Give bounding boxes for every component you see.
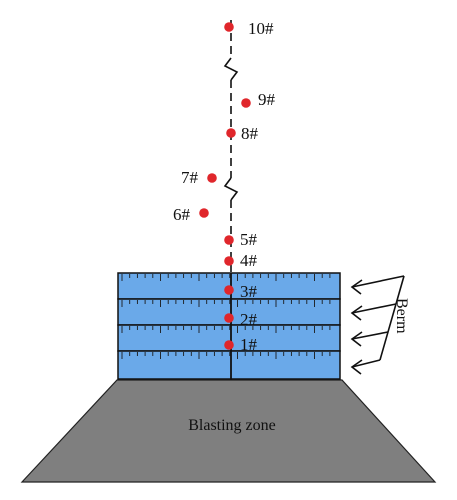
berm-arrow-2 <box>350 303 397 321</box>
monitoring-point-label-1: 1# <box>240 335 258 354</box>
monitoring-point-6 <box>199 208 209 218</box>
berm-row-1 <box>117 350 341 380</box>
monitoring-point-5 <box>224 235 234 245</box>
monitoring-point-label-8: 8# <box>241 124 259 143</box>
berm-arrows <box>350 275 405 375</box>
monitoring-point-label-7: 7# <box>181 168 199 187</box>
monitoring-point-8 <box>226 128 236 138</box>
berm-arrow-4 <box>350 359 381 375</box>
monitoring-point-3 <box>224 285 234 295</box>
monitoring-point-label-5: 5# <box>240 230 258 249</box>
monitoring-point-1 <box>224 340 234 350</box>
berm-arrow-shaft <box>379 275 405 361</box>
monitoring-point-label-3: 3# <box>240 282 258 301</box>
berm-arrow-3 <box>350 331 389 347</box>
monitoring-point-4 <box>224 256 234 266</box>
berm-ticks <box>121 274 331 359</box>
blasting-zone-label: Blasting zone <box>188 417 276 434</box>
berm-label: Berm <box>393 298 410 334</box>
monitoring-point-9 <box>241 98 251 108</box>
berm-arrow-1 <box>350 275 405 295</box>
monitoring-point-label-4: 4# <box>240 251 258 270</box>
monitoring-point-10 <box>224 22 234 32</box>
monitoring-point-label-6: 6# <box>173 205 191 224</box>
blasting-zone <box>20 379 437 483</box>
monitoring-point-label-2: 2# <box>240 310 258 329</box>
berm-bench <box>117 272 341 380</box>
monitoring-point-label-10: 10# <box>248 19 274 38</box>
monitoring-points: 10# 9# 8# 7# 6# 5# 4# 3# 2# 1# <box>173 19 276 354</box>
monitoring-point-label-9: 9# <box>258 90 276 109</box>
monitoring-point-2 <box>224 313 234 323</box>
monitoring-point-7 <box>207 173 217 183</box>
